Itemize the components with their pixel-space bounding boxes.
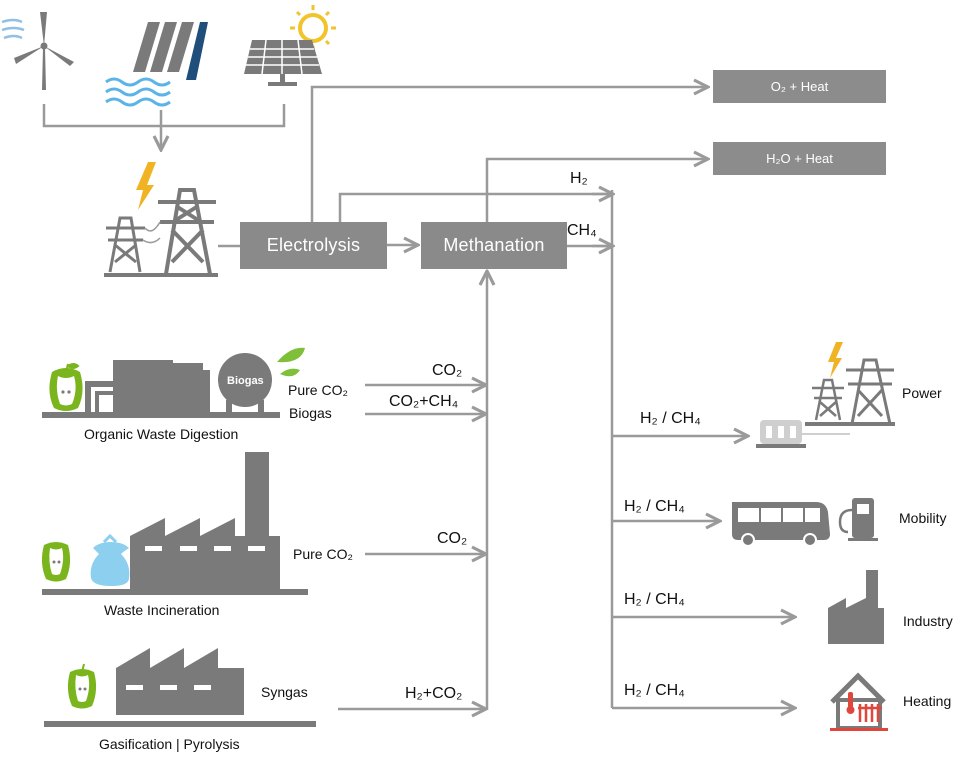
o2-heat-box: O₂ + Heat (713, 70, 886, 103)
organic-waste-title: Organic Waste Digestion (84, 426, 239, 442)
incineration-title: Waste Incineration (104, 602, 220, 618)
incineration-pure-co2-label: Pure CO₂ (293, 546, 353, 562)
wind-turbine-icon (1, 12, 74, 90)
power-plant-icon (756, 342, 895, 448)
flow-label-industry: H₂ / CH₄ (624, 591, 685, 608)
flow-label-power: H₂ / CH₄ (640, 410, 701, 427)
power-grid-icon (104, 162, 218, 277)
mobility-label: Mobility (899, 510, 947, 526)
flow-label-h2: H₂ (570, 170, 588, 187)
syngas-label: Syngas (261, 684, 308, 700)
electrolysis-box: Electrolysis (240, 222, 387, 269)
electrolysis-label: Electrolysis (266, 235, 361, 255)
industry-label: Industry (903, 613, 953, 629)
organic-pure-co2-label: Pure CO₂ (288, 382, 348, 398)
gasification-title: Gasification | Pyrolysis (99, 736, 240, 752)
methanation-box: Methanation (421, 222, 567, 269)
solar-panel-icon (244, 5, 336, 86)
o2-heat-label: O₂ + Heat (770, 79, 829, 94)
flow-label-ch4: CH₄ (567, 222, 597, 239)
flow-label-mobility: H₂ / CH₄ (624, 498, 685, 515)
methanation-label: Methanation (443, 235, 545, 255)
h2o-heat-box: H₂O + Heat (713, 142, 886, 175)
gasification-icon (44, 648, 316, 727)
bus-icon (732, 498, 878, 547)
industry-icon (828, 570, 884, 644)
waste-incineration-icon (41, 452, 308, 595)
flow-label-co2-organic: CO₂ (432, 362, 463, 379)
heating-house-icon (830, 672, 888, 731)
flow-label-co2-incineration: CO₂ (437, 530, 468, 547)
flow-label-co2-ch4: CO₂+CH₄ (389, 393, 459, 410)
organic-biogas-label: Biogas (289, 405, 332, 421)
h2o-heat-label: H₂O + Heat (766, 151, 833, 166)
flow-label-heating: H₂ / CH₄ (624, 682, 685, 699)
heating-label: Heating (903, 693, 952, 709)
flow-label-h2-co2: H₂+CO₂ (405, 685, 463, 702)
biogas-tank-label: Biogas (227, 375, 264, 387)
hydro-dam-icon (105, 22, 208, 107)
power-label: Power (902, 385, 942, 401)
organic-waste-digestion-icon (42, 347, 305, 418)
